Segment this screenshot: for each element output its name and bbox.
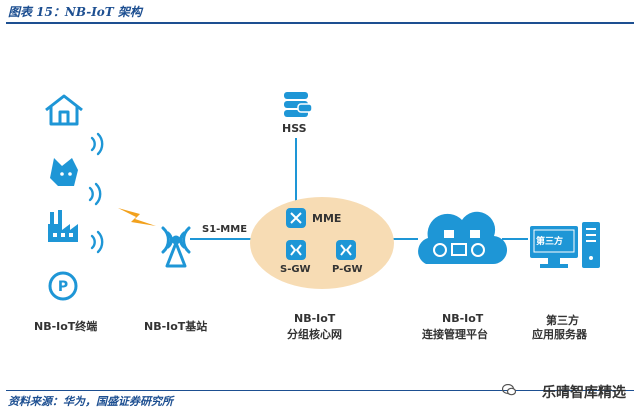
hss-label: HSS <box>282 122 307 135</box>
sgw-icon <box>286 240 306 260</box>
cat-icon <box>50 158 78 186</box>
figure-title: 图表 15：NB-IoT 架构 <box>8 5 142 19</box>
lightning-icon <box>118 208 156 226</box>
footer-rule <box>6 390 634 391</box>
core-label-line2: 分组核心网 <box>287 328 342 341</box>
terminal-label: NB-IoT终端 <box>34 320 98 333</box>
sgw-label: S-GW <box>280 264 311 275</box>
platform-label-line2: 连接管理平台 <box>422 328 488 341</box>
mme-label: MME <box>312 212 342 225</box>
pgw-label: P-GW <box>332 264 363 275</box>
app-label-line1: 第三方 <box>546 314 579 327</box>
server-screen-label: 第三方 <box>536 237 564 247</box>
source-note: 资料来源：华为，国盛证券研究所 <box>8 395 173 408</box>
title-rule <box>6 22 634 24</box>
base-station-label: NB-IoT基站 <box>144 320 208 333</box>
factory-icon <box>48 210 78 242</box>
server-icon <box>530 222 600 268</box>
platform-label-line1: NB-IoT <box>442 312 484 325</box>
link-label: S1-MME <box>202 224 248 235</box>
core-network-ellipse <box>250 197 394 289</box>
parking-icon: P <box>48 271 78 301</box>
database-icon <box>284 92 313 117</box>
core-label-line1: NB-IoT <box>294 312 336 325</box>
watermark: 乐晴智库精选 <box>542 385 626 401</box>
antenna-icon <box>161 226 191 268</box>
cloud-icon <box>418 211 508 265</box>
wireless-signal-icons <box>88 132 104 254</box>
app-label-line2: 应用服务器 <box>532 328 587 341</box>
house-icon <box>45 94 83 126</box>
mme-icon <box>286 208 306 228</box>
pgw-icon <box>336 240 356 260</box>
wechat-icon <box>502 384 516 396</box>
svg-text:P: P <box>58 279 68 295</box>
